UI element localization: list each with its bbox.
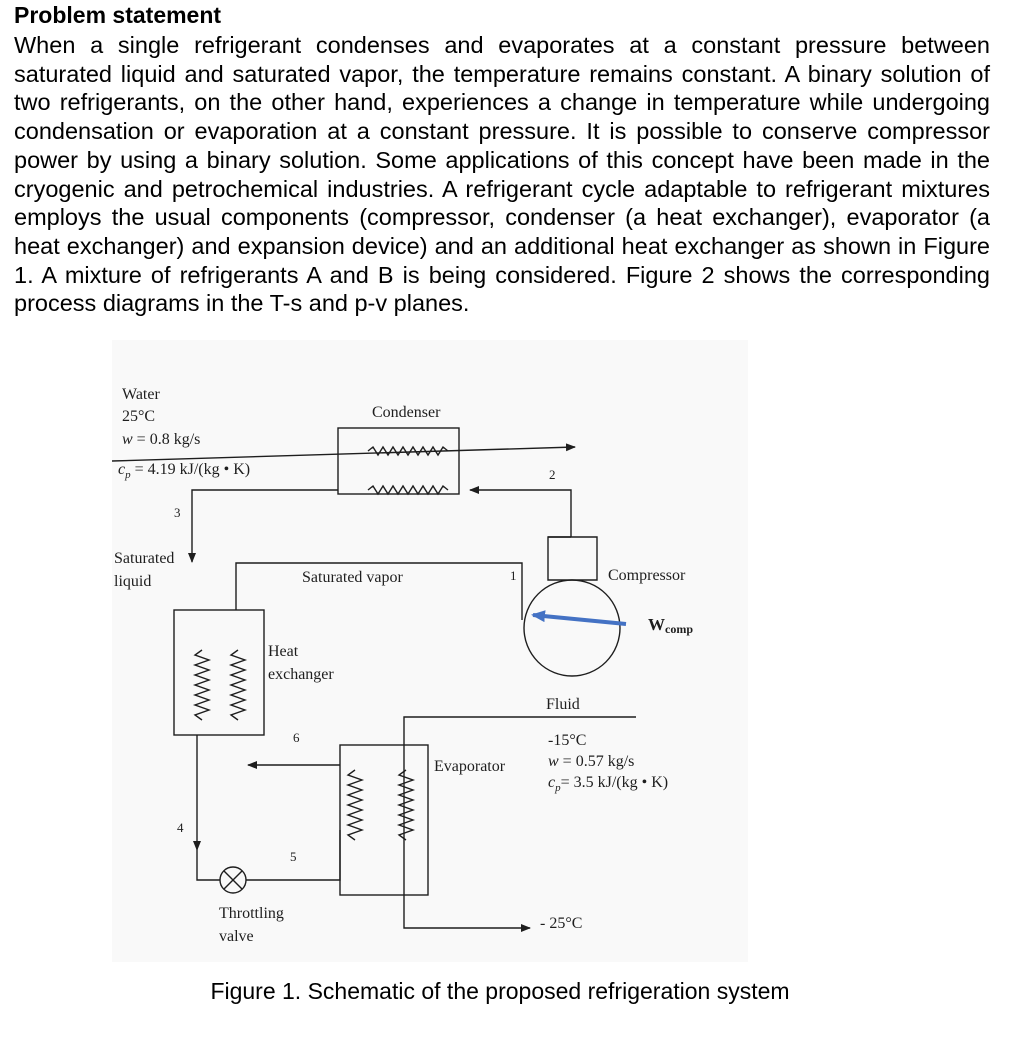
- wcomp-main: W: [648, 615, 665, 634]
- condenser-label: Condenser: [372, 404, 441, 421]
- saturated-vapor-label: Saturated vapor: [302, 569, 404, 586]
- heat-exchanger-coil-right: [228, 649, 248, 721]
- compressor-label: Compressor: [608, 567, 686, 584]
- fluid-flow-value: = 0.57 kg/s: [559, 753, 635, 770]
- fluid-flow: w = 0.57 kg/s: [548, 753, 634, 770]
- evaporator-box: [339, 744, 429, 896]
- wcomp-label: Wcomp: [648, 615, 693, 636]
- fluid-cp: cp= 3.5 kJ/(kg • K): [548, 774, 668, 794]
- water-flow: w = 0.8 kg/s: [122, 431, 200, 448]
- saturated-liquid-line1: Saturated: [114, 550, 174, 567]
- condenser-coil-bottom: [367, 484, 449, 496]
- saturated-liquid-line2: liquid: [114, 573, 151, 590]
- water-flow-line: [111, 443, 576, 462]
- problem-text: When a single refrigerant condenses and …: [14, 32, 990, 317]
- state-point-3: 3: [174, 505, 181, 520]
- fluid-cp-subscript: p: [554, 782, 561, 794]
- water-cp-symbol: c: [118, 461, 125, 478]
- state-point-4: 4: [177, 820, 184, 835]
- compressor-body: [523, 579, 621, 677]
- water-cp: cp = 4.19 kJ/(kg • K): [118, 461, 250, 481]
- compressor-work-arrow: [531, 610, 627, 626]
- water-title: Water: [122, 386, 160, 403]
- fluid-cp-value: = 3.5 kJ/(kg • K): [561, 774, 669, 791]
- evaporator-coil-left: [345, 769, 365, 841]
- water-flow-value: = 0.8 kg/s: [133, 431, 201, 448]
- valve-cross-b: [223, 870, 243, 890]
- fluid-temp-in: -15°C: [548, 732, 586, 749]
- valve-inlet-line: [196, 850, 220, 881]
- saturated-vapor-line: [235, 562, 523, 610]
- throttling-valve-line2: valve: [219, 928, 254, 945]
- evaporator-label: Evaporator: [434, 758, 506, 775]
- heat-exchanger-line2: exchanger: [268, 666, 334, 683]
- condenser-box: [337, 427, 460, 495]
- state-point-1: 1: [510, 568, 517, 583]
- wcomp-subscript: comp: [665, 622, 693, 636]
- fluid-temp-out: - 25°C: [540, 915, 582, 932]
- fluid-cp-symbol: c: [548, 774, 555, 791]
- heat-exchanger-box: [173, 609, 265, 736]
- figure-background: [112, 340, 748, 962]
- line-state2-to-condenser: [469, 486, 572, 537]
- state-point-2: 2: [549, 467, 556, 482]
- water-flow-symbol: w: [122, 431, 133, 448]
- state-point-5: 5: [290, 849, 297, 864]
- heat-exchanger-coil-left: [192, 649, 212, 721]
- heat-exchanger-line1: Heat: [268, 643, 299, 660]
- fluid-flow-symbol: w: [548, 753, 559, 770]
- compressor-neck: [547, 536, 598, 581]
- water-cp-value: = 4.19 kJ/(kg • K): [131, 461, 251, 478]
- throttling-valve-line1: Throttling: [219, 905, 284, 922]
- water-temp: 25°C: [122, 408, 155, 425]
- problem-heading: Problem statement: [14, 2, 222, 28]
- water-cp-subscript: p: [124, 469, 131, 481]
- line-condenser-to-state3: [188, 489, 338, 563]
- evaporator-coil-right: [396, 769, 416, 841]
- state-point-6: 6: [293, 730, 300, 745]
- fluid-flow-line: [403, 716, 636, 932]
- condenser-coil-top: [367, 445, 449, 457]
- fluid-title: Fluid: [546, 696, 580, 713]
- figure-caption: Figure 1. Schematic of the proposed refr…: [210, 978, 790, 1004]
